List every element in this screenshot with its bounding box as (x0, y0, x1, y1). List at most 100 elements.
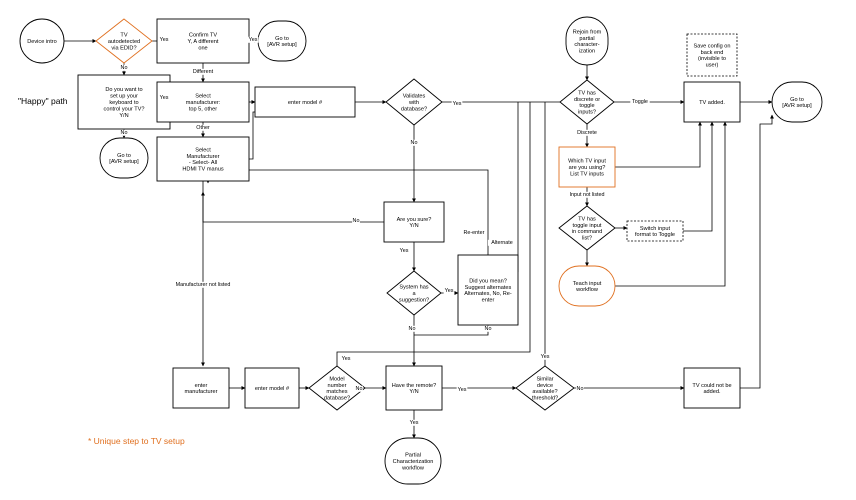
edge-switch-to-added (683, 121, 714, 232)
node-text: via EDID? (111, 45, 136, 51)
node-text: TV could not be (692, 383, 731, 389)
edge-teach-to-added (615, 121, 727, 287)
node-have-remote: Have the remote?Y/N (385, 365, 443, 411)
edge-all-to-model (249, 110, 281, 160)
node-text: toggle (579, 103, 594, 109)
node-text: top 5, other (189, 106, 217, 112)
edge-label: No (121, 65, 128, 71)
node-text: Select (195, 147, 211, 153)
node-text: Save config on (693, 43, 730, 49)
node-goto-avr-2: Go to[AVR setup] (99, 137, 149, 179)
node-enter-model-1: enter model # (254, 86, 356, 118)
node-text: character- (574, 42, 599, 48)
node-text: Are you sure? (397, 217, 432, 223)
node-text: Characterization (393, 459, 434, 465)
node-goto-avr-3: Go to[AVR setup] (771, 81, 823, 123)
node-text: threshold? (532, 396, 558, 402)
node-text: - Select- All (189, 160, 217, 166)
edge-label: No (485, 326, 492, 332)
node-text: number (328, 383, 347, 389)
node-text: enter model # (288, 100, 323, 106)
node-text: Alternates, No, Re- (464, 291, 512, 297)
unique-step-note: * Unique step to TV setup (88, 436, 185, 446)
edge-label: Toggle (632, 99, 648, 105)
node-text: workflow (575, 287, 599, 293)
node-text: database? (401, 106, 427, 112)
node-text: Which TV input (568, 159, 606, 165)
node-text: HDMI TV manus (182, 167, 223, 173)
node-text: toggle input (573, 223, 602, 229)
node-device-intro: Device intro (19, 18, 65, 64)
edge-label: No (121, 130, 128, 136)
node-text: device (537, 383, 553, 389)
edge-label: Other (196, 125, 210, 131)
node-did-you-mean: Did you mean?Suggest alternatesAlternate… (457, 254, 519, 326)
node-text: manufacturer (185, 389, 218, 395)
node-text: [AVR setup] (782, 103, 812, 109)
connectors (64, 39, 774, 439)
node-text: back end (701, 50, 724, 56)
edge-did-mean-no (414, 325, 489, 336)
node-text: available? (532, 389, 557, 395)
node-text: enter (195, 383, 208, 389)
node-text: control your TV? (104, 106, 145, 112)
node-text: format to Toggle (635, 232, 675, 238)
edge-label: Different (193, 69, 214, 75)
edge-label: Yes (342, 356, 351, 362)
node-text: Y/N (119, 113, 128, 119)
node-text: Confirm TV (189, 33, 217, 39)
node-text: database? (324, 396, 350, 402)
edge-label: Yes (160, 95, 169, 101)
node-text: List TV inputs (570, 171, 604, 177)
node-text: Did you mean? (469, 278, 507, 284)
node-text: Y/N (409, 223, 418, 229)
node-text: Select (195, 94, 211, 100)
node-text: autodetected (108, 39, 140, 45)
node-text: one (198, 45, 207, 51)
edge-not-added-to-avr (740, 114, 774, 389)
node-text: matches (326, 389, 347, 395)
node-text: Go to (275, 36, 289, 42)
edge-label: Discrete (577, 130, 597, 136)
edge-label: Input not listed (569, 192, 604, 198)
node-text: enter model # (255, 386, 290, 392)
node-text: suggestion? (399, 297, 429, 303)
edge-label: Yes (410, 420, 419, 426)
node-text: discrete or (574, 97, 600, 103)
node-text: Teach input (573, 281, 602, 287)
node-text: Validates (403, 94, 426, 100)
edge-label: Yes (541, 354, 550, 360)
node-text: keyboard to (109, 100, 138, 106)
node-text: TV has (578, 216, 596, 222)
node-text: partial (579, 36, 594, 42)
node-text: inputs? (578, 110, 596, 116)
node-text: manufacturer: (186, 100, 221, 106)
edge-match-yes (336, 102, 531, 366)
node-text: with (408, 100, 419, 106)
node-text: Model (329, 376, 344, 382)
node-text: Similar (536, 376, 553, 382)
node-text: (invisible to (698, 56, 726, 62)
edge-label: No (409, 326, 416, 332)
node-text: in command (572, 229, 602, 235)
edge-label: Manufacturer not listed (176, 282, 231, 288)
node-are-you-sure: Are you sure?Y/N (383, 201, 445, 243)
edge-label: Yes (458, 387, 467, 393)
node-goto-avr-1: Go to[AVR setup] (257, 20, 307, 62)
node-text: are you using? (569, 165, 606, 171)
